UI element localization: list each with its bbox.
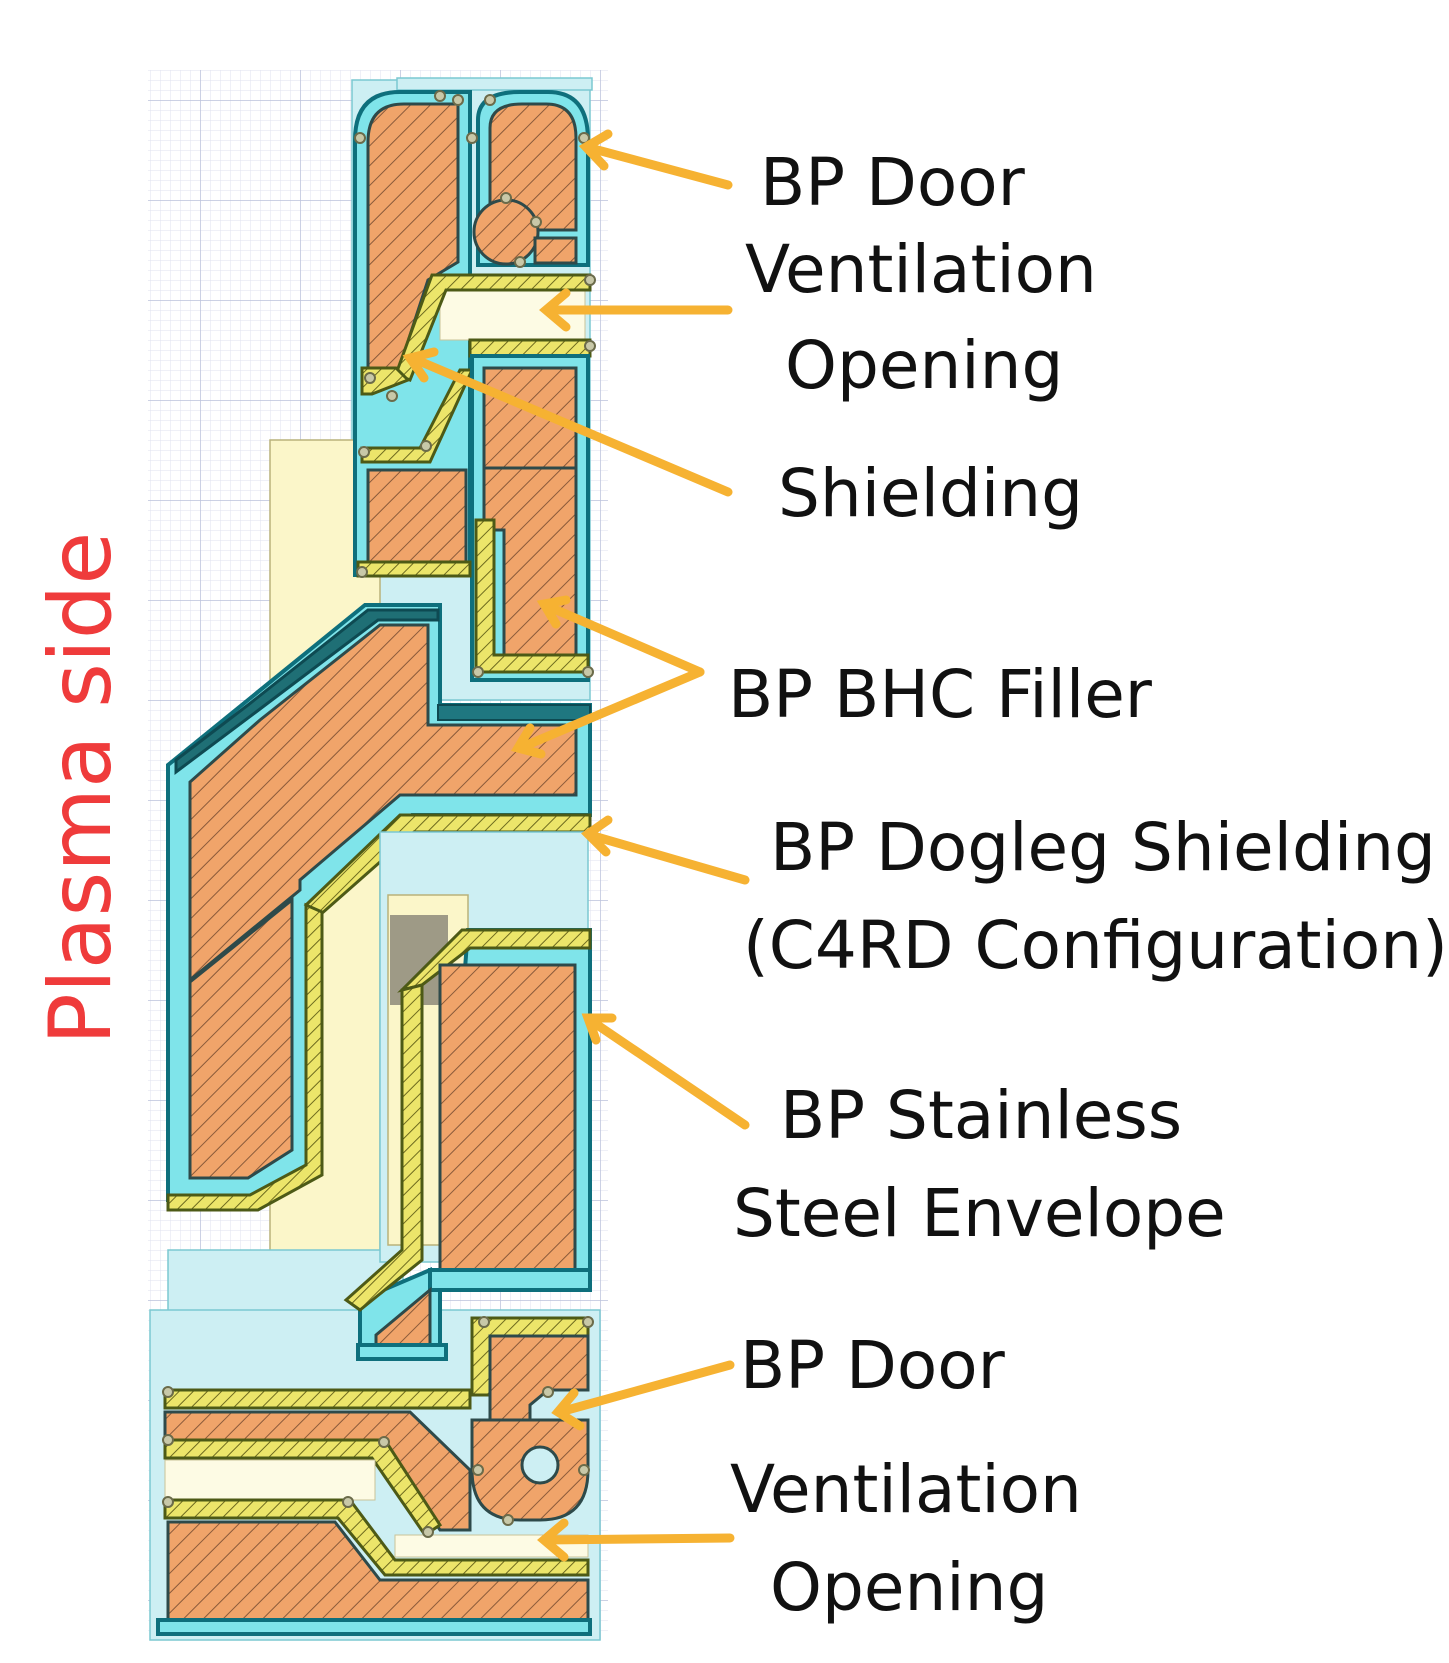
label-dogleg-1: BP Dogleg Shielding [770, 809, 1436, 886]
lower-envelope-copper [438, 963, 577, 1272]
left-column-shield-band [356, 560, 472, 578]
label-door-top: BP Door [760, 144, 1026, 221]
label-envelope-1: BP Stainless [780, 1077, 1182, 1154]
top-door-left-copper [366, 102, 460, 374]
left-column-copper-lower [366, 468, 468, 564]
bhc-envelope-dark [174, 608, 440, 775]
label-shielding: Shielding [778, 455, 1083, 532]
bottom-vent-opening [164, 1459, 376, 1501]
bottom-shield-layer-1 [163, 1388, 472, 1410]
label-door-bottom: BP Door [740, 1327, 1006, 1404]
bottom-shield-layer-3 [163, 1498, 590, 1577]
bottom-steel-base [156, 1618, 592, 1636]
lower-envelope-steel-base [428, 1268, 592, 1292]
bhc-filler-lower [188, 896, 294, 1180]
vertex-markers [162, 90, 596, 1538]
annotation-arrows [402, 129, 750, 1562]
top-door-lower-copper [533, 236, 578, 265]
top-shield-lower [468, 338, 592, 358]
label-bhc-filler: BP BHC Filler [728, 656, 1153, 733]
bhc-filler-upper [188, 623, 578, 984]
bottom-door-vent-hole [520, 1445, 560, 1485]
label-vent-bottom-1: Ventilation [730, 1451, 1082, 1528]
dogleg-shield-vertical [166, 902, 324, 1212]
top-door-vent-hole [472, 198, 540, 266]
plasma-side-label: Plasma side [31, 532, 131, 1045]
label-envelope-2: Steel Envelope [733, 1175, 1226, 1252]
label-vent-bottom-2: Opening [770, 1549, 1048, 1626]
upper-cover-plate [396, 77, 593, 91]
bhc-dark-band [437, 704, 591, 721]
label-dogleg-2: (C4RD Configuration) [743, 907, 1448, 984]
lower-envelope-base-plate [356, 1343, 448, 1361]
label-vent-top-2: Opening [785, 327, 1063, 404]
label-vent-top-1: Ventilation [745, 231, 1097, 308]
lower-envelope-shield-vert [343, 983, 424, 1312]
